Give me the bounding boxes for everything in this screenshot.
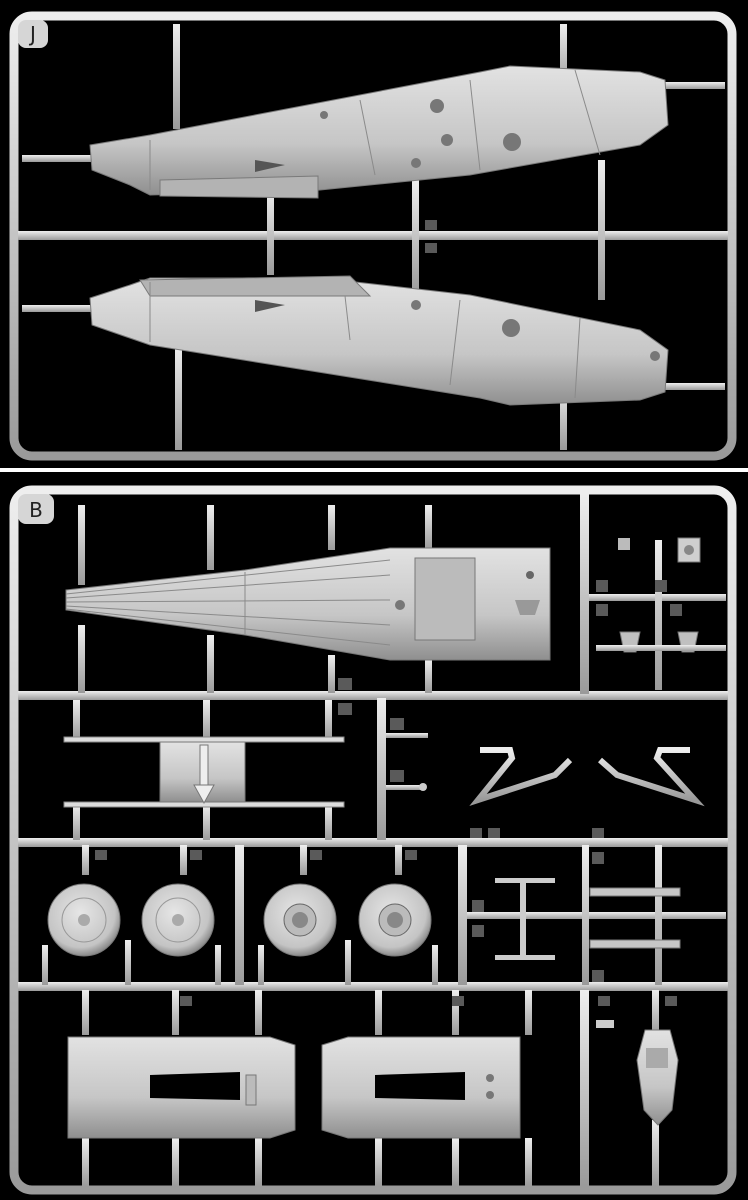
sprue-j-frame [9, 11, 737, 461]
sprue-b-runners [18, 494, 728, 1186]
sprue-j-gates [22, 24, 725, 450]
seat-part [596, 1020, 679, 1126]
wheel-icon [263, 883, 337, 957]
fuselage-half-lower [89, 275, 669, 406]
part-number-tab-icon [95, 220, 682, 1006]
sprue-j-letter: J [28, 22, 36, 46]
sprue-b-letter: B [29, 498, 43, 522]
wheel-icon [47, 883, 121, 957]
arrow-down-icon [193, 744, 215, 805]
small-parts-cluster [596, 537, 726, 653]
sprue-j-letter-tag: J [18, 20, 48, 48]
cowl-panel-left [67, 1036, 296, 1139]
sprue-b: B [9, 220, 737, 1195]
sprue-separator [0, 468, 748, 472]
wing-panel [63, 736, 345, 808]
small-rod-parts [386, 733, 428, 791]
gun-parts [495, 878, 681, 960]
sprue-j: J [9, 11, 737, 461]
cowl-panel-right [321, 1036, 521, 1139]
floor-panel [65, 547, 551, 661]
fuselage-half-upper [89, 65, 669, 199]
sprue-b-frame [9, 485, 737, 1195]
sprue-b-letter-tag: B [18, 494, 54, 524]
landing-gear-strut [469, 747, 705, 838]
sprue-j-crossbar [18, 231, 728, 240]
wheel-icon [141, 883, 215, 957]
wheel-runners [42, 940, 438, 985]
wheel-icon [358, 883, 432, 957]
